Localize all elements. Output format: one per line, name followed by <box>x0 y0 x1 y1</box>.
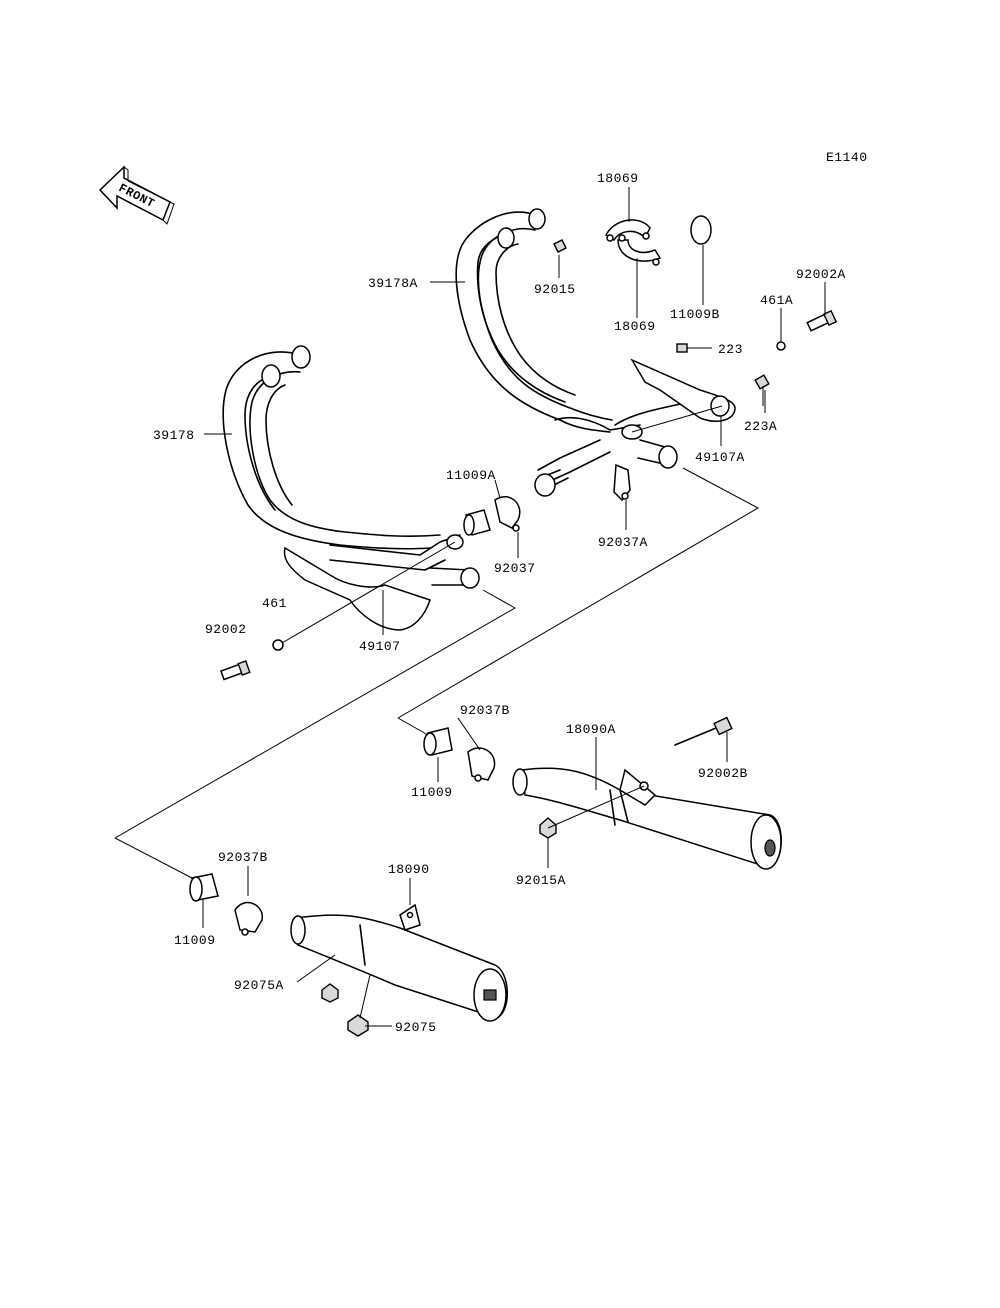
label-11009b: 11009B <box>670 307 720 322</box>
label-92037b-right: 92037B <box>460 703 510 718</box>
bolt-92002b-icon <box>674 716 733 746</box>
bolt-223a-icon <box>754 374 770 406</box>
label-223a: 223A <box>744 419 777 434</box>
label-92002: 92002 <box>205 622 247 637</box>
diagram-code: E1140 <box>826 150 868 165</box>
front-arrow-icon: FRONT <box>98 165 175 225</box>
gasket-11009b-icon <box>690 215 712 245</box>
label-92002b: 92002B <box>698 766 748 781</box>
bolt-223-icon <box>676 343 712 353</box>
damper-92075-icon <box>347 1014 369 1037</box>
clamp-18069-bottom <box>617 234 662 266</box>
label-11009a: 11009A <box>446 468 496 483</box>
gasket-11009a-icon <box>463 509 491 536</box>
label-461: 461 <box>262 596 287 611</box>
clamp-92037b-left-icon <box>234 901 263 936</box>
washer-461a-icon <box>776 341 786 351</box>
label-92015: 92015 <box>534 282 576 297</box>
label-18069-bottom: 18069 <box>614 319 656 334</box>
label-49107: 49107 <box>359 639 401 654</box>
label-92075: 92075 <box>395 1020 437 1035</box>
label-223: 223 <box>718 342 743 357</box>
washer-461-icon <box>272 639 284 651</box>
assembly-group-lines <box>114 467 760 879</box>
label-92037b-left: 92037B <box>218 850 268 865</box>
label-92002a: 92002A <box>796 267 846 282</box>
muffler-18090a <box>512 767 782 870</box>
clamp-92037-icon <box>494 496 521 532</box>
clamp-92037a-icon <box>613 463 631 502</box>
leader-lines <box>202 187 826 1027</box>
clamp-18069-top <box>605 219 651 242</box>
label-39178: 39178 <box>153 428 195 443</box>
header-pipe-39178 <box>222 345 480 589</box>
label-11009-left: 11009 <box>174 933 216 948</box>
exhaust-stay-49107a <box>630 358 736 422</box>
label-92075a: 92075A <box>234 978 284 993</box>
label-92015a: 92015A <box>516 873 566 888</box>
gasket-11009-right-icon <box>423 727 453 756</box>
label-461a: 461A <box>760 293 793 308</box>
label-92037a: 92037A <box>598 535 648 550</box>
bolt-92002-icon <box>219 660 251 681</box>
header-pipe-39178a <box>455 208 701 497</box>
gasket-11009-left-icon <box>189 873 219 902</box>
label-18069-top: 18069 <box>597 171 639 186</box>
label-39178a: 39178A <box>368 276 418 291</box>
nut-92015-icon <box>553 239 567 253</box>
damper-92075a-icon <box>321 983 339 1003</box>
label-11009-right: 11009 <box>411 785 453 800</box>
bolt-92002a-icon <box>806 309 838 332</box>
label-92037: 92037 <box>494 561 536 576</box>
label-18090: 18090 <box>388 862 430 877</box>
muffler-18090 <box>290 903 509 1022</box>
label-49107a: 49107A <box>695 450 745 465</box>
label-18090a: 18090A <box>566 722 616 737</box>
clamp-92037b-right-icon <box>467 747 496 782</box>
exhaust-stay-49107 <box>283 546 431 631</box>
